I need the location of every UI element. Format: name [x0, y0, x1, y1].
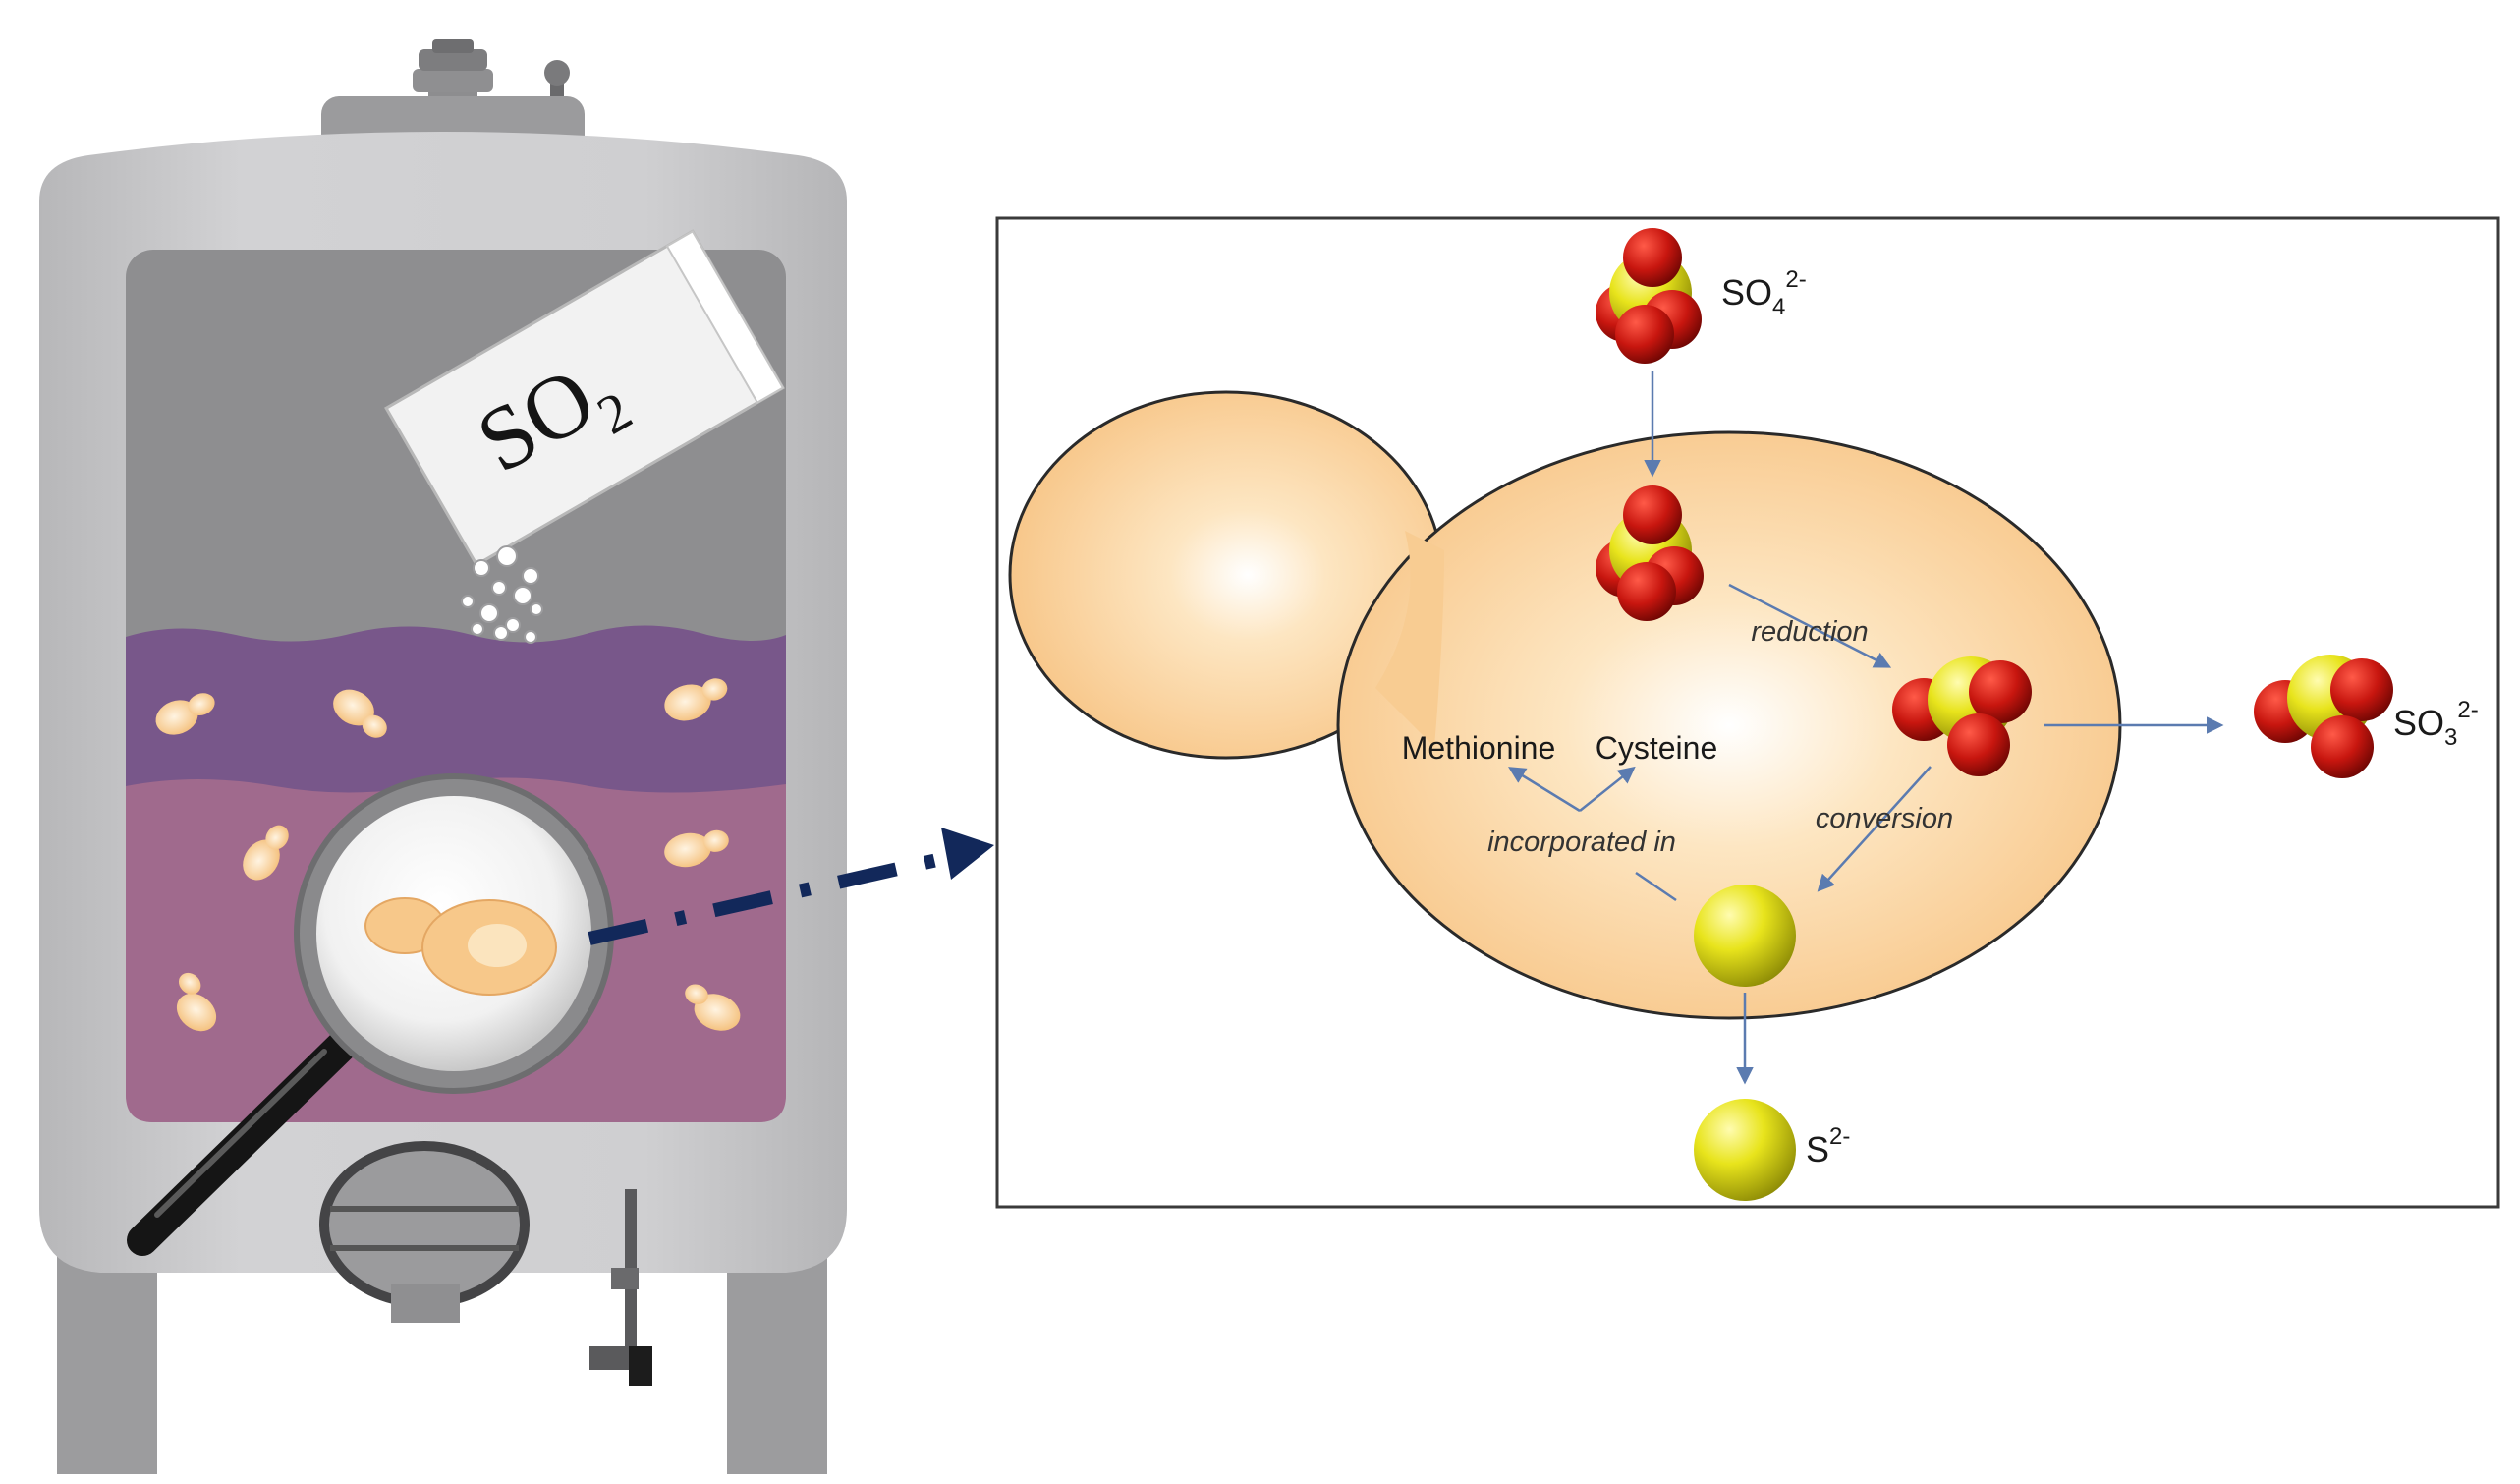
- yeast-neck: [1375, 531, 1444, 747]
- magnifier-handle-shine: [154, 1049, 327, 1218]
- arrow-reduction: [1728, 583, 1892, 668]
- arrow-to-branch: [1635, 871, 1677, 902]
- fermentation-tank: [39, 39, 847, 1474]
- tank-hatch-handle: [391, 1284, 460, 1323]
- yeast-cell-enlarged: [1008, 390, 2122, 1020]
- yeast-cells-in-wine: [155, 678, 741, 1032]
- conversion-label: conversion: [1816, 803, 1953, 834]
- yeast-cell: [685, 984, 741, 1031]
- sulfate-label: SO42-: [1721, 266, 1807, 320]
- yeast-cell: [176, 972, 217, 1032]
- so2-powder: [461, 545, 543, 644]
- arrow-to-cysteine: [1579, 766, 1636, 812]
- sulfide-atom-external: [1694, 1099, 1796, 1201]
- reduction-label: reduction: [1751, 616, 1868, 648]
- sulfide-label: S2-: [1806, 1123, 1850, 1170]
- so2-packet: SO2: [384, 229, 785, 567]
- yeast-cell: [333, 689, 387, 738]
- magnifying-glass-icon: [127, 773, 614, 1256]
- arrow-to-methionine: [1508, 767, 1581, 813]
- sulfite-molecule-external: [2254, 655, 2393, 778]
- yeast-cell: [664, 829, 729, 868]
- arrow-conversion: [1817, 766, 1932, 892]
- pathway-arrows: [1508, 371, 2224, 1085]
- tank-valve-cap: [432, 39, 474, 53]
- tank-valve-ring: [413, 69, 493, 92]
- magnified-yeast-cell: [364, 897, 557, 996]
- tank-bottom-hatch: [319, 1141, 530, 1308]
- yeast-cell: [664, 678, 728, 721]
- magnifier-handle: [127, 1028, 360, 1256]
- sulfide-atom-internal: [1694, 885, 1796, 987]
- sulfite-molecule-internal: [1892, 656, 2032, 776]
- yeast-cell: [243, 825, 289, 881]
- drain-tap-outlet: [629, 1346, 652, 1386]
- drain-tap-valve: [611, 1268, 639, 1289]
- incorporated-label: incorporated in: [1487, 827, 1676, 858]
- sulfate-molecule-internal: [1596, 485, 1704, 621]
- wine-upper-layer: [126, 625, 786, 798]
- sulfate-molecule-external: [1596, 228, 1702, 364]
- methionine-label: Methionine: [1402, 730, 1556, 766]
- yeast-cell: [155, 693, 215, 735]
- tank-valve-knob: [544, 60, 570, 86]
- zoom-pointer-arrowhead: [941, 828, 994, 880]
- packet-seal: [665, 229, 785, 405]
- cysteine-label: Cysteine: [1596, 730, 1718, 766]
- sulfite-label: SO32-: [2393, 697, 2479, 751]
- tank-valve-ring: [419, 49, 487, 71]
